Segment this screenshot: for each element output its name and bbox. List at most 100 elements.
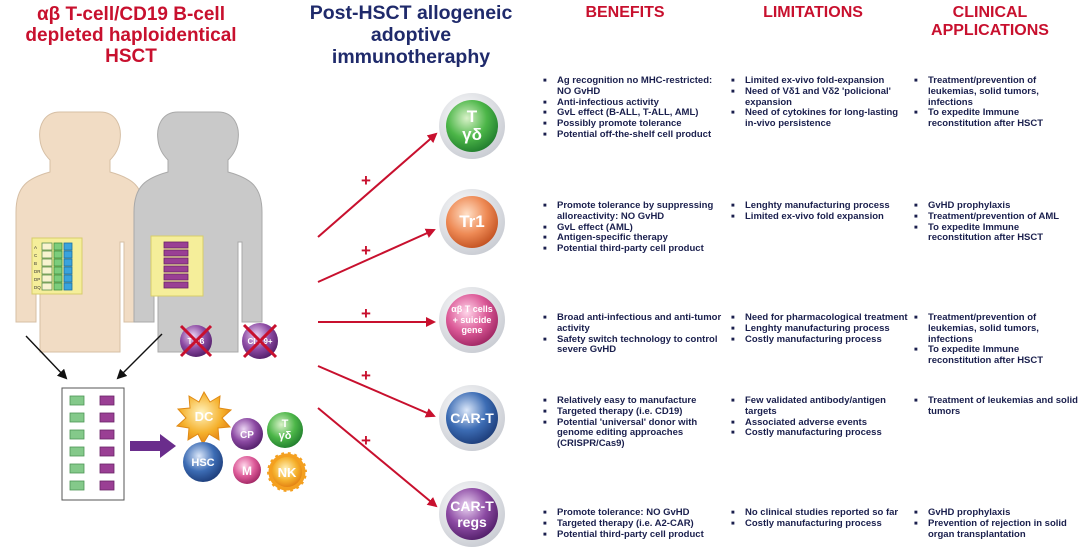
limitations-list: Need for pharmacological treatmentLenght… (731, 312, 909, 346)
svg-text:M: M (242, 464, 252, 478)
limitations-item: Costly manufacturing process (731, 428, 909, 439)
therapy-label-line: CAR-T (450, 410, 494, 426)
svg-text:DC: DC (195, 409, 214, 424)
plus-sign: + (361, 241, 371, 260)
plus-sign: + (361, 431, 371, 450)
limitations-item: Costly manufacturing process (731, 518, 909, 530)
hla-label: A (34, 245, 37, 250)
clinical-item: To expedite Immune reconstitution after … (914, 222, 1082, 245)
svg-text:γδ: γδ (279, 430, 292, 442)
svg-text:CP: CP (240, 430, 254, 441)
cell-hsc: HSC (183, 442, 223, 482)
limitations-item: Need of cytokines for long-lasting in-vi… (731, 108, 909, 130)
recipient-arrow (116, 333, 163, 380)
clinical-item: To expedite Immune reconstitution after … (914, 108, 1082, 130)
clinical-item: GvHD prophylaxis (914, 200, 1082, 212)
therapy-label-line: Tr1 (459, 212, 485, 231)
limitations-item: Costly manufacturing process (731, 334, 909, 346)
therapy-circle-tgd (439, 93, 505, 159)
svg-text:HSC: HSC (191, 457, 214, 469)
limitations-list: Few validated antibody/antigen targetsAs… (731, 395, 909, 439)
limitations-header: LIMITATIONS (763, 4, 863, 21)
clinical-item: GvHD prophylaxis (914, 507, 1082, 519)
hla-label: B (34, 261, 37, 266)
donor-silhouette: ACB DR DP DQ (15, 111, 145, 353)
benefits-list: Promote tolerance: NO GvHDTargeted thera… (543, 507, 728, 541)
therapy-label-line: T (466, 107, 478, 126)
graft-to-cells-arrow (130, 434, 176, 458)
therapy-label-cartregs: CAR-T regs (446, 498, 498, 530)
clinical-list: GvHD prophylaxisPrevention of rejection … (914, 507, 1082, 540)
plus-sign: + (361, 171, 371, 190)
therapy-circle-cart (439, 385, 505, 451)
clinical-item: Treatment/prevention of AML (914, 211, 1082, 223)
benefits-item: Targeted therapy (i.e. CD19) (543, 406, 728, 418)
benefits-list: Relatively easy to manufactureTargeted t… (543, 395, 728, 450)
therapy-circle-cartregs (439, 481, 505, 547)
depleted-tab-cell: T αβ (179, 324, 213, 358)
limitations-item: Associated adverse events (731, 417, 909, 429)
therapy-label-line: gene (461, 325, 483, 335)
arrow-to-tgd (317, 132, 438, 238)
therapy-label-line: CAR-T (450, 498, 494, 514)
benefits-item: Relatively easy to manufacture (543, 395, 728, 407)
benefits-list: Ag recognition no MHC-restricted: NO GvH… (543, 75, 728, 141)
therapy-label-line: regs (457, 514, 487, 530)
limitations-item: Few validated antibody/antigen targets (731, 395, 909, 418)
cell-cp: CP (231, 418, 263, 450)
benefits-item: GvL effect (AML) (543, 222, 728, 234)
therapy-label-line: αβ T cells (451, 304, 493, 314)
middle-title: Post-HSCT allogeneic adoptive immunother… (309, 2, 513, 68)
limitations-item: Lenghty manufacturing process (731, 323, 909, 335)
limitations-item: No clinical studies reported so far (731, 507, 909, 519)
donor-arrow (25, 335, 68, 380)
clinical-list: Treatment/prevention of leukemias, solid… (914, 312, 1082, 367)
clinical-item: Treatment/prevention of leukemias, solid… (914, 312, 1082, 345)
limitations-list: Lenghty manufacturing processLimited ex-… (731, 200, 909, 223)
limitations-item: Lenghty manufacturing process (731, 200, 909, 212)
recipient-silhouette (133, 111, 263, 353)
clinical-item: Treatment/prevention of leukemias, solid… (914, 75, 1082, 108)
cell-nk: NK (265, 450, 309, 494)
graft-box (61, 387, 125, 501)
therapy-circle-tr1 (439, 189, 505, 255)
hla-label: DP (34, 277, 40, 282)
arrow-to-tr1 (317, 228, 436, 283)
therapy-label-tr1: Tr1 (446, 212, 498, 232)
benefits-item: Ag recognition no MHC-restricted: NO GvH… (543, 75, 728, 98)
arrow-to-cartregs (317, 407, 438, 508)
left-title: αβ T-cell/CD19 B-cell depleted haploiden… (25, 4, 237, 67)
benefits-item: Potential off-the-shelf cell product (543, 129, 728, 141)
limitations-list: Limited ex-vivo fold-expansionNeed of Vδ… (731, 75, 909, 130)
plus-sign: + (361, 366, 371, 385)
therapy-label-cart: CAR-T (446, 410, 498, 426)
hla-label: DR (34, 269, 41, 274)
cell-m: M (233, 456, 261, 484)
hla-label: C (34, 253, 38, 258)
benefits-list: Broad anti-infectious and anti-tumor act… (543, 312, 728, 357)
clinical-list: GvHD prophylaxisTreatment/prevention of … (914, 200, 1082, 245)
hla-label: DQ (34, 285, 41, 290)
benefits-item: Broad anti-infectious and anti-tumor act… (543, 312, 728, 335)
svg-text:NK: NK (278, 465, 297, 480)
clinical-list: Treatment of leukemias and solid tumors (914, 395, 1082, 418)
arrow-to-cart (317, 365, 436, 418)
therapy-label-tgd: T γδ (446, 108, 498, 144)
benefits-item: Potential third-party cell product (543, 243, 728, 255)
benefits-item: Anti-infectious activity (543, 97, 728, 109)
benefits-item: Promote tolerance by suppressing allorea… (543, 200, 728, 223)
therapy-circle-suicide (439, 287, 505, 353)
clinical-list: Treatment/prevention of leukemias, solid… (914, 75, 1082, 130)
cell-dc: DC (175, 390, 233, 446)
benefits-header: BENEFITS (585, 4, 665, 21)
benefits-item: Potential third-party cell product (543, 529, 728, 541)
benefits-item: GvL effect (B-ALL, T-ALL, AML) (543, 108, 728, 119)
benefits-item: Antigen-specific therapy (543, 233, 728, 244)
benefits-item: Targeted therapy (i.e. A2-CAR) (543, 518, 728, 530)
limitations-list: No clinical studies reported so farCostl… (731, 507, 909, 530)
limitations-item: Need of Vδ1 and Vδ2 'policional' expansi… (731, 86, 909, 109)
benefits-item: Safety switch technology to control seve… (543, 334, 728, 357)
therapy-label-line: + suicide (452, 314, 492, 325)
benefits-item: Possibly promote tolerance (543, 118, 728, 130)
benefits-item: Promote tolerance: NO GvHD (543, 507, 728, 519)
